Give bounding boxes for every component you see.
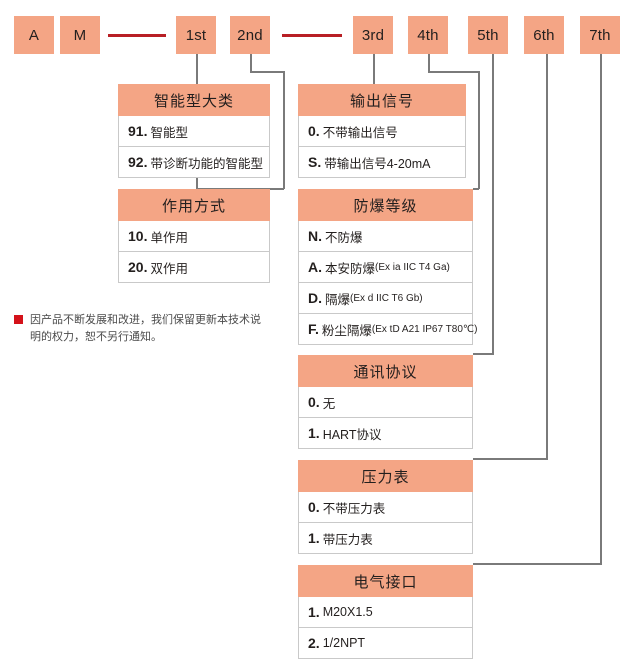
row-label: 本安防爆 [325, 261, 376, 276]
dash-separator-1 [108, 34, 166, 37]
table-row[interactable]: 20.双作用 [118, 252, 270, 283]
code-box-3rd[interactable]: 3rd [353, 16, 393, 54]
dash-separator-2 [282, 34, 342, 37]
connector-5th-seg1 [492, 54, 494, 354]
table-row[interactable]: 1.带压力表 [298, 523, 473, 554]
row-code: 20. [128, 259, 148, 275]
row-label: 双作用 [150, 261, 188, 276]
table-row[interactable]: 92.带诊断功能的智能型 [118, 147, 270, 178]
table-row[interactable]: 10.单作用 [118, 221, 270, 252]
table-header-electrical-interface: 电气接口 [298, 565, 473, 597]
row-label: 隔爆 [325, 292, 351, 307]
table-header-intelligent-category: 智能型大类 [118, 84, 270, 116]
code-box-5th[interactable]: 5th [468, 16, 508, 54]
code-box-4th[interactable]: 4th [408, 16, 448, 54]
row-label: HART协议 [322, 427, 382, 442]
connector-4th-seg3 [478, 71, 480, 189]
code-box-m[interactable]: M [60, 16, 100, 54]
row-code: 92. [128, 154, 148, 170]
connector-2nd-seg2 [250, 71, 284, 73]
connector-1st [196, 54, 198, 84]
connector-5th-seg2 [473, 353, 494, 355]
table-row[interactable]: 1.M20X1.5 [298, 597, 473, 628]
connector-6th-seg2 [473, 458, 548, 460]
row-label: 不防爆 [325, 230, 363, 245]
table-row[interactable]: 0.无 [298, 387, 473, 418]
table-row[interactable]: D.隔爆(Ex d IIC T6 Gb) [298, 283, 473, 314]
code-box-6th[interactable]: 6th [524, 16, 564, 54]
table-header-pressure-gauge: 压力表 [298, 460, 473, 492]
connector-4th-seg1 [428, 54, 430, 72]
row-label: 带压力表 [322, 532, 373, 547]
row-label: 不带输出信号 [322, 125, 398, 140]
code-box-2nd[interactable]: 2nd [230, 16, 270, 54]
code-box-7th[interactable]: 7th [580, 16, 620, 54]
row-code: D. [308, 290, 322, 306]
row-code: 0. [308, 499, 320, 515]
connector-2nd-seg1 [250, 54, 252, 72]
table-header-output-signal: 输出信号 [298, 84, 466, 116]
footnote-text: 因产品不断发展和改进，我们保留更新本技术说明的权力，恕不另行通知。 [30, 314, 261, 343]
table-row[interactable]: 2.1/2NPT [298, 628, 473, 659]
footnote: 因产品不断发展和改进，我们保留更新本技术说明的权力，恕不另行通知。 [14, 312, 264, 346]
row-sublabel: (Ex tD A21 IP67 T80℃) [371, 323, 478, 335]
row-sublabel: (Ex d IIC T6 Gb) [350, 292, 423, 304]
code-box-a[interactable]: A [14, 16, 54, 54]
connector-4th-seg4 [473, 188, 479, 190]
table-header-explosion-proof-grade: 防爆等级 [298, 189, 473, 221]
connector-2nd-seg3 [283, 71, 285, 189]
footnote-bullet-icon [14, 315, 23, 324]
table-row[interactable]: S.带输出信号4-20mA [298, 147, 466, 178]
row-code: 0. [308, 123, 320, 139]
row-label: 无 [322, 396, 336, 411]
row-label: 不带压力表 [322, 501, 386, 516]
table-header-communication-protocol: 通讯协议 [298, 355, 473, 387]
row-code: 0. [308, 394, 320, 410]
row-code: 10. [128, 228, 148, 244]
row-label: 1/2NPT [322, 636, 366, 650]
row-label: 粉尘隔爆 [321, 323, 372, 338]
code-box-1st[interactable]: 1st [176, 16, 216, 54]
connector-7th-seg1 [600, 54, 602, 564]
table-row[interactable]: 0.不带压力表 [298, 492, 473, 523]
connector-2nd-seg4 [196, 188, 284, 190]
row-label: 智能型 [150, 125, 188, 140]
row-sublabel: (Ex ia IIC T4 Ga) [375, 261, 450, 273]
table-row[interactable]: 1.HART协议 [298, 418, 473, 449]
table-header-action-mode: 作用方式 [118, 189, 270, 221]
table-row[interactable]: 0.不带输出信号 [298, 116, 466, 147]
row-code: F. [308, 321, 319, 337]
row-code: S. [308, 154, 322, 170]
connector-2nd-seg5 [196, 175, 198, 189]
connector-6th-seg1 [546, 54, 548, 459]
row-code: 1. [308, 530, 320, 546]
connector-7th-seg2 [473, 563, 602, 565]
row-code: A. [308, 259, 322, 275]
row-label: 带诊断功能的智能型 [150, 156, 263, 171]
row-label: M20X1.5 [322, 605, 373, 619]
connector-4th-seg2 [428, 71, 479, 73]
table-row[interactable]: F.粉尘隔爆(Ex tD A21 IP67 T80℃) [298, 314, 477, 345]
row-code: 91. [128, 123, 148, 139]
table-row[interactable]: N.不防爆 [298, 221, 473, 252]
connector-3rd [373, 54, 375, 84]
table-row[interactable]: A.本安防爆(Ex ia IIC T4 Ga) [298, 252, 473, 283]
row-code: N. [308, 228, 322, 244]
table-row[interactable]: 91.智能型 [118, 116, 270, 147]
row-code: 1. [308, 425, 320, 441]
row-label: 带输出信号4-20mA [324, 156, 431, 171]
row-code: 1. [308, 604, 320, 620]
row-code: 2. [308, 635, 320, 651]
row-label: 单作用 [150, 230, 188, 245]
